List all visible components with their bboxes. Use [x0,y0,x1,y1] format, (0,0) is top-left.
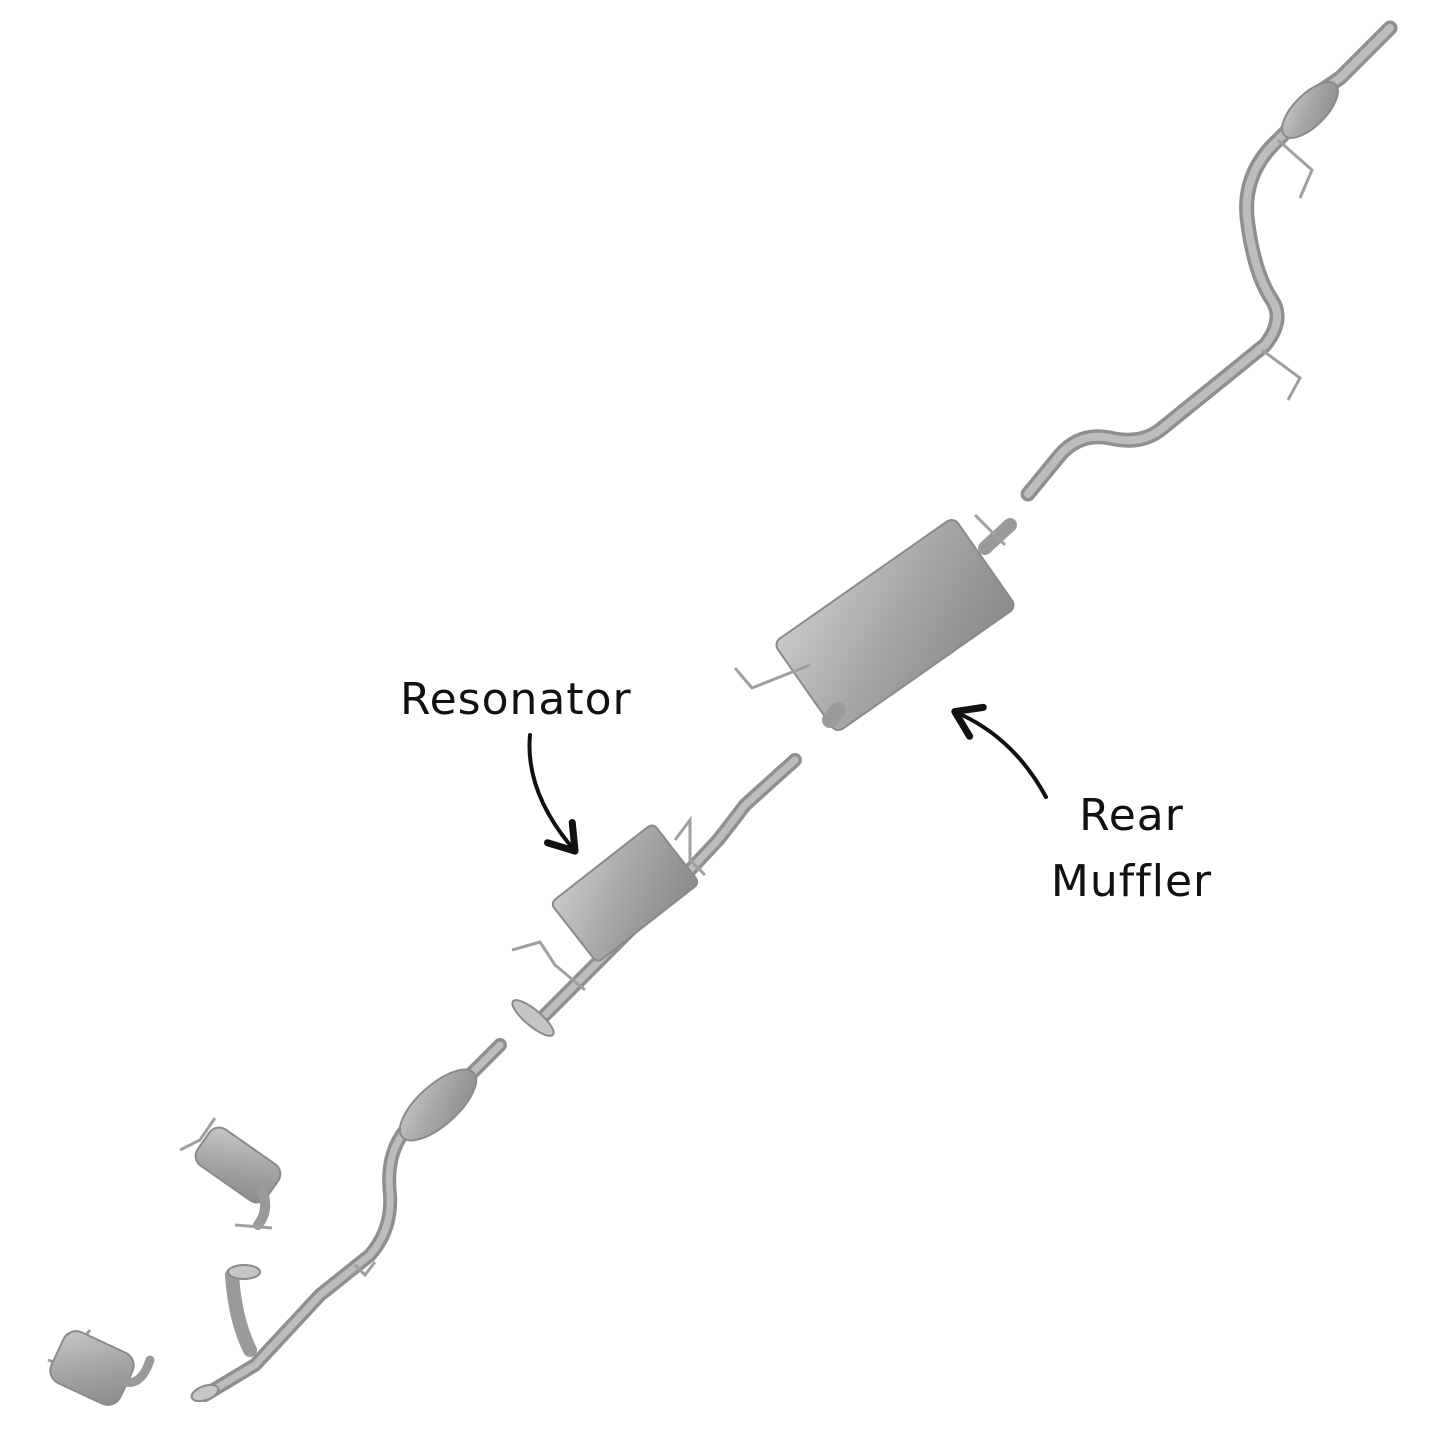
tail-resonator-can [1281,81,1339,139]
front-pipe-catalytic [190,1038,507,1403]
resonator-label: Resonator [400,674,632,725]
tailpipe-section [1020,20,1398,502]
rear-muffler-callout-arrow [951,703,1048,799]
flange [227,1264,261,1280]
hanger-bracket [1277,138,1314,199]
manifold-converter-upper [179,1117,282,1230]
flange [190,1383,220,1403]
mid-pipe-resonator [511,753,802,1037]
hanger-bracket [511,940,586,992]
hanger-bracket [733,663,811,690]
catalytic-converter [398,1068,478,1142]
flange [511,999,555,1037]
hanger-bracket [353,1261,377,1278]
hanger-bracket [1261,348,1302,401]
hanger-bracket [973,513,1007,547]
rear-muffler-label-line2: Muffler [1050,856,1213,907]
rear-muffler-label: Rear Muffler [1044,783,1219,915]
manifold-converter-lower [47,1329,155,1406]
rear-muffler-label-line1: Rear [1079,790,1184,841]
resonator-callout-arrow [527,733,579,855]
rear-muffler [733,513,1017,732]
hanger-bracket [673,815,707,877]
